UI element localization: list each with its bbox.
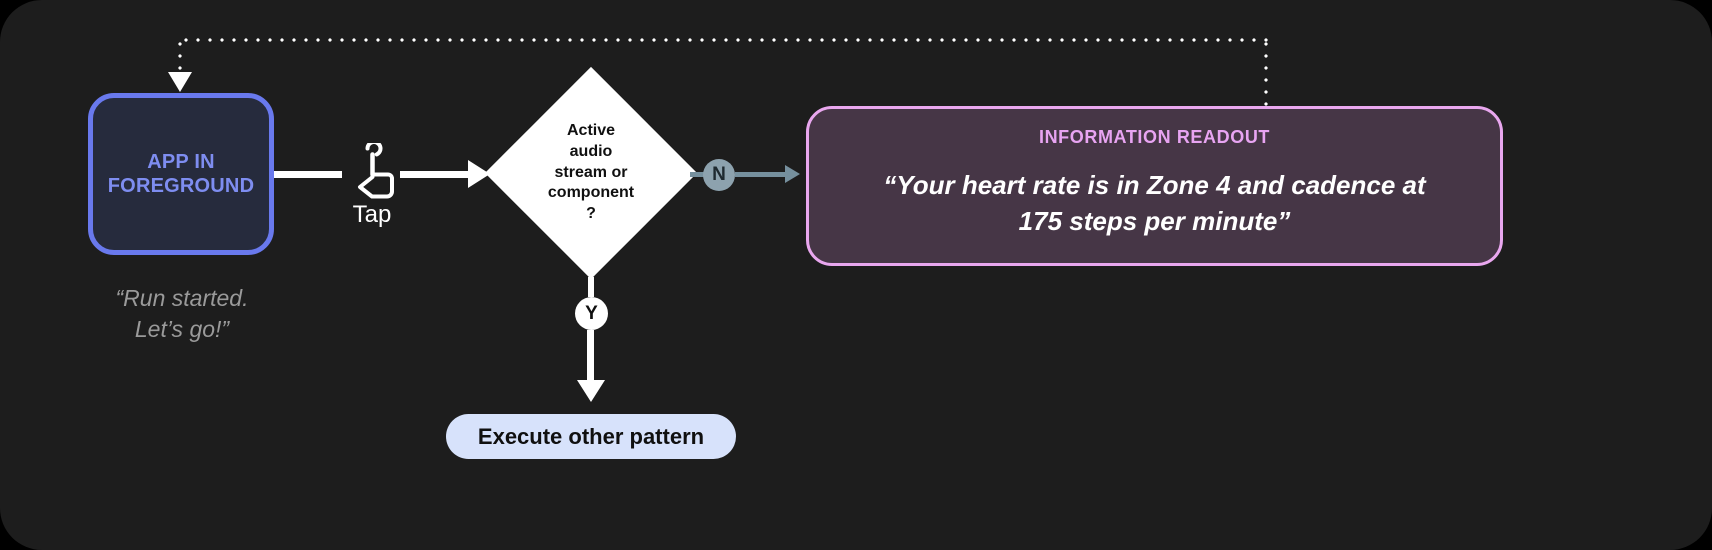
decision-label-line4: component xyxy=(547,184,635,202)
decision-label-line1: Active xyxy=(566,122,616,140)
readout-title: INFORMATION READOUT xyxy=(1038,127,1271,147)
decision-label-line2: audio xyxy=(569,142,613,160)
feedback-loop-arrowhead-icon xyxy=(168,72,192,92)
node-execute-other-pattern[interactable]: Execute other pattern xyxy=(446,414,736,459)
readout-body: “Your heart rate is in Zone 4 and cadenc… xyxy=(835,168,1474,240)
badge-no: N xyxy=(703,159,735,191)
connector-no-to-readout xyxy=(735,172,787,177)
node-app-label-line1: APP IN xyxy=(147,150,215,173)
badge-yes: Y xyxy=(575,297,608,330)
connector-decision-to-no-badge xyxy=(690,172,706,177)
readout-body-line2: 175 steps per minute” xyxy=(1018,205,1291,236)
decision-label-line3: stream or xyxy=(554,163,628,181)
node-app-in-foreground[interactable]: APP IN FOREGROUND xyxy=(88,93,274,255)
node-app-label-line2: FOREGROUND xyxy=(107,175,255,197)
node-information-readout[interactable]: INFORMATION READOUT “Your heart rate is … xyxy=(806,106,1503,266)
connector-app-to-tap xyxy=(274,171,342,178)
readout-body-line1: “Your heart rate is in Zone 4 and cadenc… xyxy=(883,170,1426,200)
feedback-loop-top-segment xyxy=(180,38,1268,42)
node-app-label: APP IN FOREGROUND xyxy=(108,150,254,199)
gesture-tap-group: Tap xyxy=(341,143,403,243)
node-app-caption: “Run started. Let’s go!” xyxy=(66,283,298,344)
gesture-tap-label: Tap xyxy=(352,201,392,228)
node-decision-audio-stream[interactable]: Active audio stream or component ? xyxy=(484,66,698,280)
decision-label-line5: ? xyxy=(586,205,596,223)
connector-tap-to-decision-arrowhead-icon xyxy=(468,160,490,188)
connector-yes-to-execute xyxy=(587,330,594,382)
node-app-caption-line2: Let’s go!” xyxy=(134,315,230,342)
connector-decision-to-yes-badge xyxy=(588,277,594,297)
node-app-caption-line1: “Run started. xyxy=(115,285,249,311)
connector-no-to-readout-arrowhead-icon xyxy=(785,165,800,183)
connector-tap-to-decision xyxy=(400,171,472,178)
decision-label: Active audio stream or component ? xyxy=(487,121,695,225)
feedback-loop-right-segment xyxy=(1264,38,1268,108)
feedback-loop-left-segment xyxy=(178,38,182,74)
tap-hand-icon xyxy=(358,143,394,199)
connector-yes-to-execute-arrowhead-icon xyxy=(577,380,605,402)
